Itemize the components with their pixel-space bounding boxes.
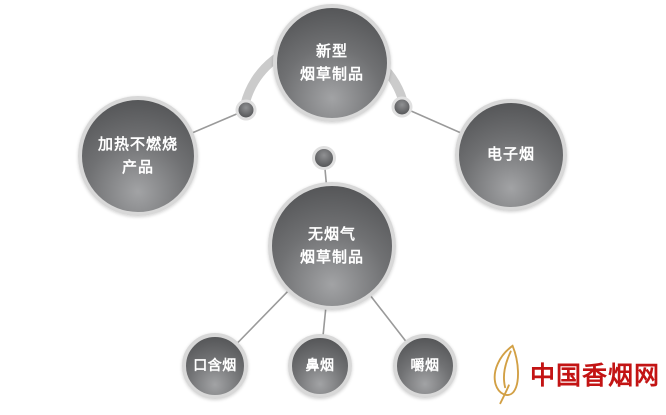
node-new-tobacco-products: 新型 烟草制品 (273, 4, 391, 122)
node-chewing-tobacco-label: 嚼烟 (410, 357, 440, 374)
hub-knob-center (312, 146, 336, 170)
node-oral-tobacco: 口含烟 (182, 333, 248, 399)
tobacco-leaf-icon (493, 344, 519, 405)
node-new-tobacco-products-label: 新型 烟草制品 (299, 41, 364, 83)
node-snuff: 鼻烟 (288, 334, 352, 398)
site-name: 中国香烟网 (529, 360, 660, 390)
node-smokeless-tobacco: 无烟气 烟草制品 (268, 182, 396, 310)
node-e-cigarette: 电子烟 (455, 99, 567, 211)
node-heat-not-burn: 加热不燃烧 产品 (78, 96, 198, 216)
node-oral-tobacco-label: 口含烟 (193, 357, 237, 374)
node-heat-not-burn-label: 加热不燃烧 产品 (97, 134, 178, 176)
site-watermark: 中国香烟网 (487, 343, 660, 407)
hub-knob-left (235, 99, 257, 121)
node-chewing-tobacco: 嚼烟 (393, 334, 457, 398)
node-smokeless-tobacco-label: 无烟气 烟草制品 (299, 224, 364, 266)
node-e-cigarette-label: 电子烟 (486, 145, 535, 164)
node-snuff-label: 鼻烟 (305, 357, 335, 374)
hub-knob-right (391, 96, 413, 118)
